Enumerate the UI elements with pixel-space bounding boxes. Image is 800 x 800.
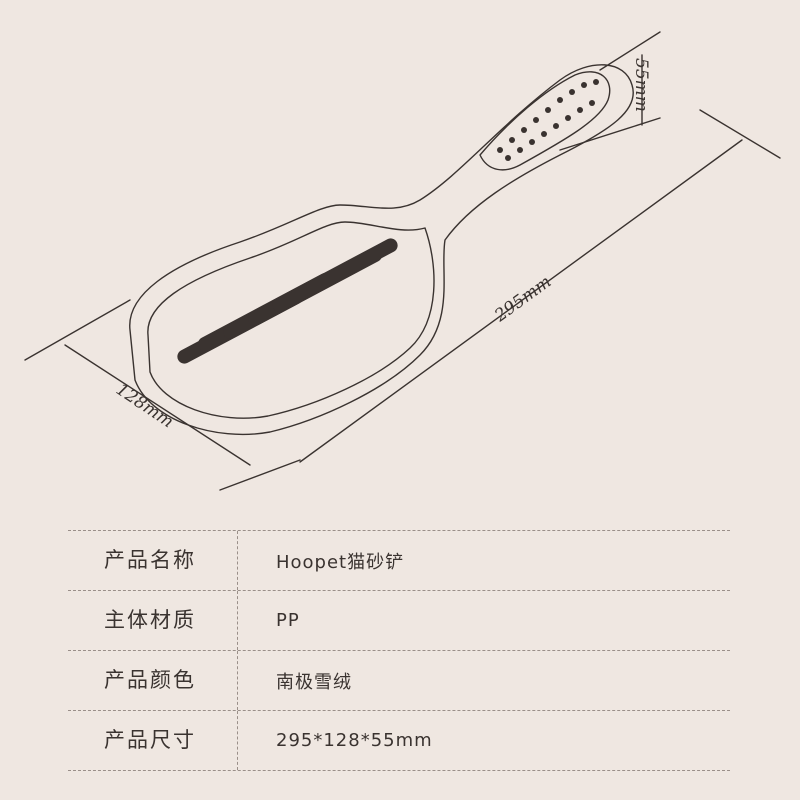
spec-row: 产品名称 Hoopet猫砂铲 (68, 530, 730, 590)
handle-grip (479, 71, 611, 171)
spec-row: 主体材质 PP (68, 590, 730, 650)
spec-value: Hoopet猫砂铲 (276, 551, 405, 573)
spec-table: 产品名称 Hoopet猫砂铲 主体材质 PP 产品颜色 南极雪绒 产品尺寸 29… (68, 530, 730, 771)
dimension-line-width (64, 344, 251, 466)
litter-scoop-illustration: 295mm 128mm 55mm (24, 31, 781, 491)
scoop-slots (177, 238, 398, 364)
scoop-inner-rim (147, 221, 435, 419)
spec-value: 295*128*55mm (276, 730, 433, 751)
dimension-label-width: 128mm (112, 380, 177, 433)
spec-row: 产品尺寸 295*128*55mm (68, 710, 730, 771)
spec-value: PP (276, 610, 300, 631)
spec-label: 产品尺寸 (68, 711, 238, 770)
dimension-label-height: 55mm (631, 58, 651, 112)
spec-label: 产品名称 (68, 531, 238, 590)
spec-value: 南极雪绒 (276, 671, 352, 693)
spec-row: 产品颜色 南极雪绒 (68, 650, 730, 710)
dimension-line-length (299, 139, 743, 463)
spec-label: 主体材质 (68, 591, 238, 650)
scoop-outline (129, 64, 634, 436)
spec-label: 产品颜色 (68, 651, 238, 710)
grip-dots (497, 79, 599, 161)
dimension-label-length: 295mm (490, 272, 555, 327)
